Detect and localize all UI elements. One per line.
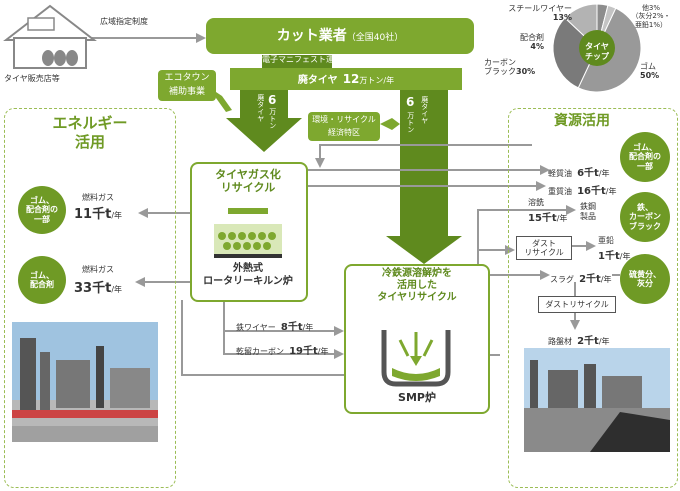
pie-label-other: 他3%（灰分2%・亜鉛1%）	[631, 4, 671, 29]
roadbed: 路盤材 2千t/年	[548, 336, 610, 347]
energy-fuel-2: 燃料ガス	[82, 265, 114, 274]
pie-slice-1	[552, 17, 598, 89]
heavy-oil: 重質油 16千t/年	[548, 186, 617, 197]
left-arrow-value: 6	[268, 93, 277, 107]
right-arrow-unit: 万トン	[406, 112, 415, 133]
iron-wire-output: 鉄ワイヤー 8千t/年	[236, 322, 314, 333]
resource-circle-3: 硫黄分、灰分	[620, 254, 670, 304]
molten-iron: 溶銑 15千t/年	[528, 198, 568, 225]
left-down-arrow	[226, 88, 302, 152]
cut-operator-box: カット業者（全国40社）	[206, 18, 474, 54]
left-arrow-unit: 万トン	[268, 108, 277, 129]
energy-title: エネルギー 活用	[52, 114, 128, 151]
right-arrow-label: 廃タイヤ	[420, 96, 429, 124]
energy-circle-2: ゴム、配合剤	[18, 256, 66, 304]
light-oil: 軽質油 6千t/年	[548, 168, 610, 179]
waste-tire-label: 廃タイヤ	[297, 75, 338, 86]
ecotown-box: エコタウン 補助事業	[158, 70, 216, 101]
left-arrow-label: 廃タイヤ	[256, 94, 265, 122]
ecotown-line2: 補助事業	[168, 87, 205, 97]
energy-circle-1: ゴム、配合剤の一部	[18, 186, 66, 234]
right-arrow-value: 6	[406, 95, 415, 109]
carbon-output: 乾留カーボン 19千t/年	[236, 346, 329, 357]
resource-circle-1: ゴム、配合剤の一部	[620, 132, 670, 182]
gas-title: タイヤガス化リサイクル	[215, 168, 281, 195]
resource-title: 資源活用	[554, 113, 610, 129]
smp-furnace-label: SMP炉	[398, 391, 436, 404]
cut-title: カット業者	[276, 28, 347, 44]
resource-circle-2: 鉄、カーボンブラック	[620, 192, 670, 242]
cut-sub: （全国40社）	[346, 33, 404, 43]
house-label: タイヤ販売店等	[4, 74, 60, 83]
energy-value-2: 33千t/年	[74, 281, 123, 296]
pie-center-label: タイヤチップ	[585, 42, 609, 61]
dust-recycle-box-2: ダストリサイクル	[538, 296, 616, 313]
gas-sub: 外熱式ロータリーキルン炉	[203, 263, 293, 287]
energy-fuel-1: 燃料ガス	[82, 193, 114, 202]
energy-zone	[4, 108, 176, 488]
recycle-zone-line1: 環境・リサイクル	[312, 115, 376, 124]
steel-product: 鉄鋼製品	[580, 202, 596, 221]
manifest-label: 電子マニフェスト運用	[262, 55, 342, 64]
right-down-arrow	[386, 236, 462, 264]
waste-tire-value: 12	[342, 72, 360, 86]
recycle-zone-line2: 経済特区	[328, 128, 360, 137]
zinc: 亜鉛 1千t/年	[598, 236, 631, 263]
wide-area-label: 広域指定制度	[100, 17, 148, 26]
slag: スラグ 2千t/年	[550, 274, 612, 285]
waste-tire-unit: 万トン/年	[359, 76, 395, 85]
recycle-zone-box: 環境・リサイクル 経済特区	[308, 112, 380, 141]
resource-zone	[508, 108, 678, 488]
pie-label-carbon: カーボンブラック30%	[484, 58, 536, 77]
ecotown-line1: エコタウン	[164, 73, 210, 83]
dust-recycle-box-1: ダストリサイクル	[516, 236, 572, 260]
pie-center	[579, 30, 615, 66]
energy-value-1: 11千t/年	[74, 207, 123, 222]
waste-tire-bar: 廃タイヤ 12万トン/年	[230, 68, 462, 90]
smp-title: 冷鉄源溶解炉を活用したタイヤリサイクル	[377, 268, 457, 303]
